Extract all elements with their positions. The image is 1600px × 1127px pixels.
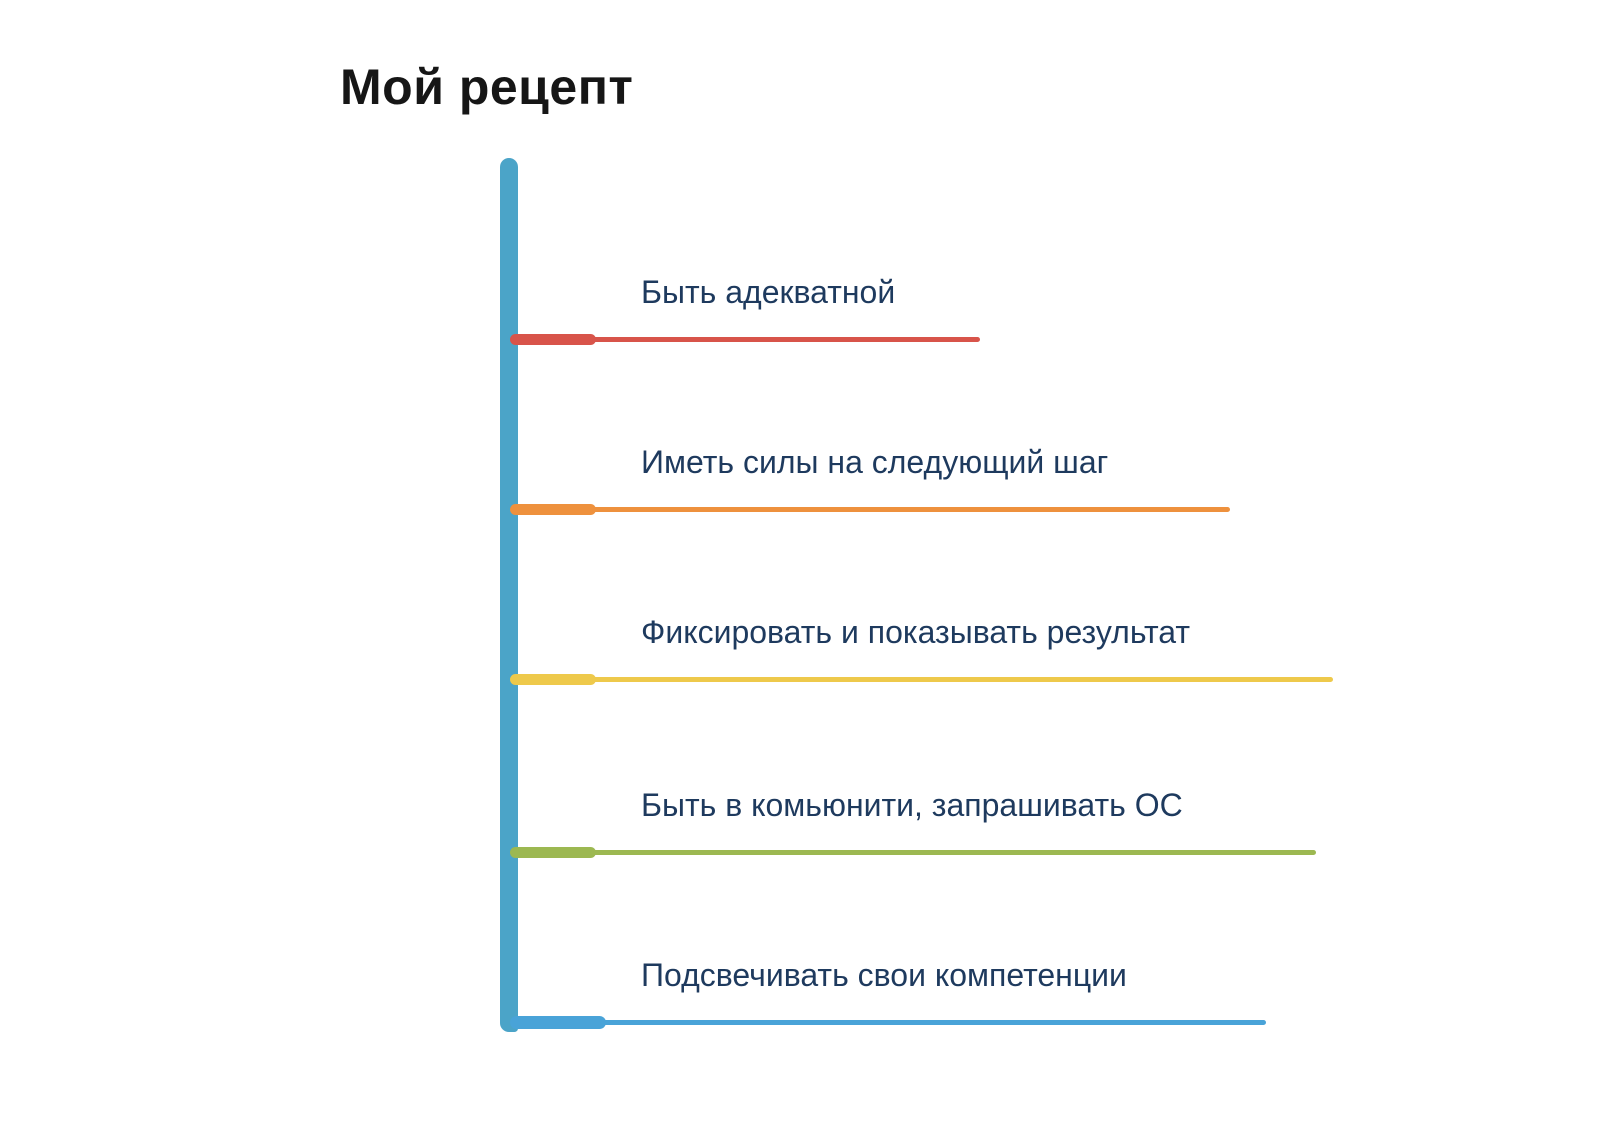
branch-label: Быть адекватной — [641, 274, 896, 310]
branch-line — [510, 334, 980, 345]
branch-line — [510, 674, 1333, 685]
branch-label: Подсвечивать свои компетенции — [641, 957, 1127, 993]
branch-line — [510, 847, 1316, 858]
branch-label: Быть в комьюнити, запрашивать ОС — [641, 787, 1183, 823]
mindmap-root-spine — [500, 158, 518, 1032]
diagram-title: Мой рецепт — [340, 59, 634, 115]
branch-label: Иметь силы на следующий шаг — [641, 444, 1109, 480]
branch-line — [510, 1016, 1266, 1029]
branch-label: Фиксировать и показывать результат — [641, 614, 1191, 650]
branch-line — [510, 504, 1230, 515]
